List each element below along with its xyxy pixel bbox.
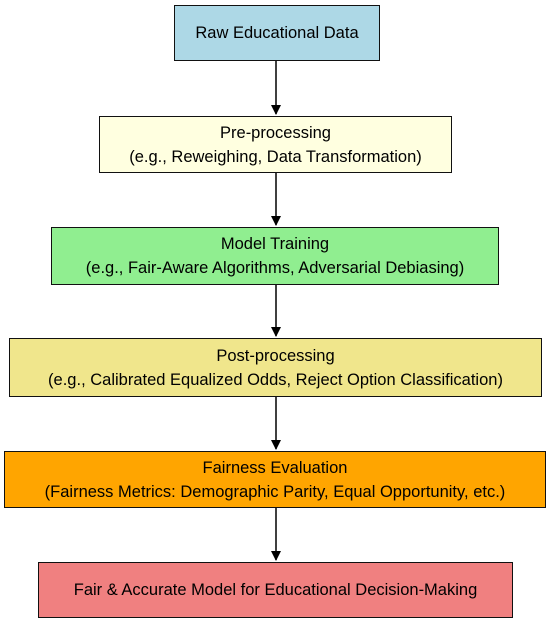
node-title: Pre-processing: [220, 123, 331, 142]
node-raw-educational-data: Raw Educational Data: [174, 5, 380, 61]
node-title: Fair & Accurate Model for Educational De…: [73, 581, 478, 599]
node-post-processing: Post-processing (e.g., Calibrated Equali…: [9, 338, 542, 397]
node-subtitle: (e.g., Calibrated Equalized Odds, Reject…: [48, 370, 503, 389]
node-subtitle: (e.g., Reweighing, Data Transformation): [129, 147, 422, 166]
node-model-training: Model Training (e.g., Fair-Aware Algorit…: [51, 227, 499, 285]
node-title: Post-processing: [216, 346, 335, 365]
node-title: Fairness Evaluation: [202, 458, 348, 477]
node-subtitle: (Fairness Metrics: Demographic Parity, E…: [44, 482, 506, 501]
node-title: Model Training: [220, 235, 330, 253]
node-final-model: Fair & Accurate Model for Educational De…: [38, 562, 513, 618]
node-fairness-evaluation: Fairness Evaluation (Fairness Metrics: D…: [4, 451, 546, 508]
node-pre-processing: Pre-processing (e.g., Reweighing, Data T…: [99, 116, 452, 173]
node-title: Raw Educational Data: [195, 24, 359, 42]
node-subtitle: (e.g., Fair-Aware Algorithms, Adversaria…: [85, 259, 465, 277]
